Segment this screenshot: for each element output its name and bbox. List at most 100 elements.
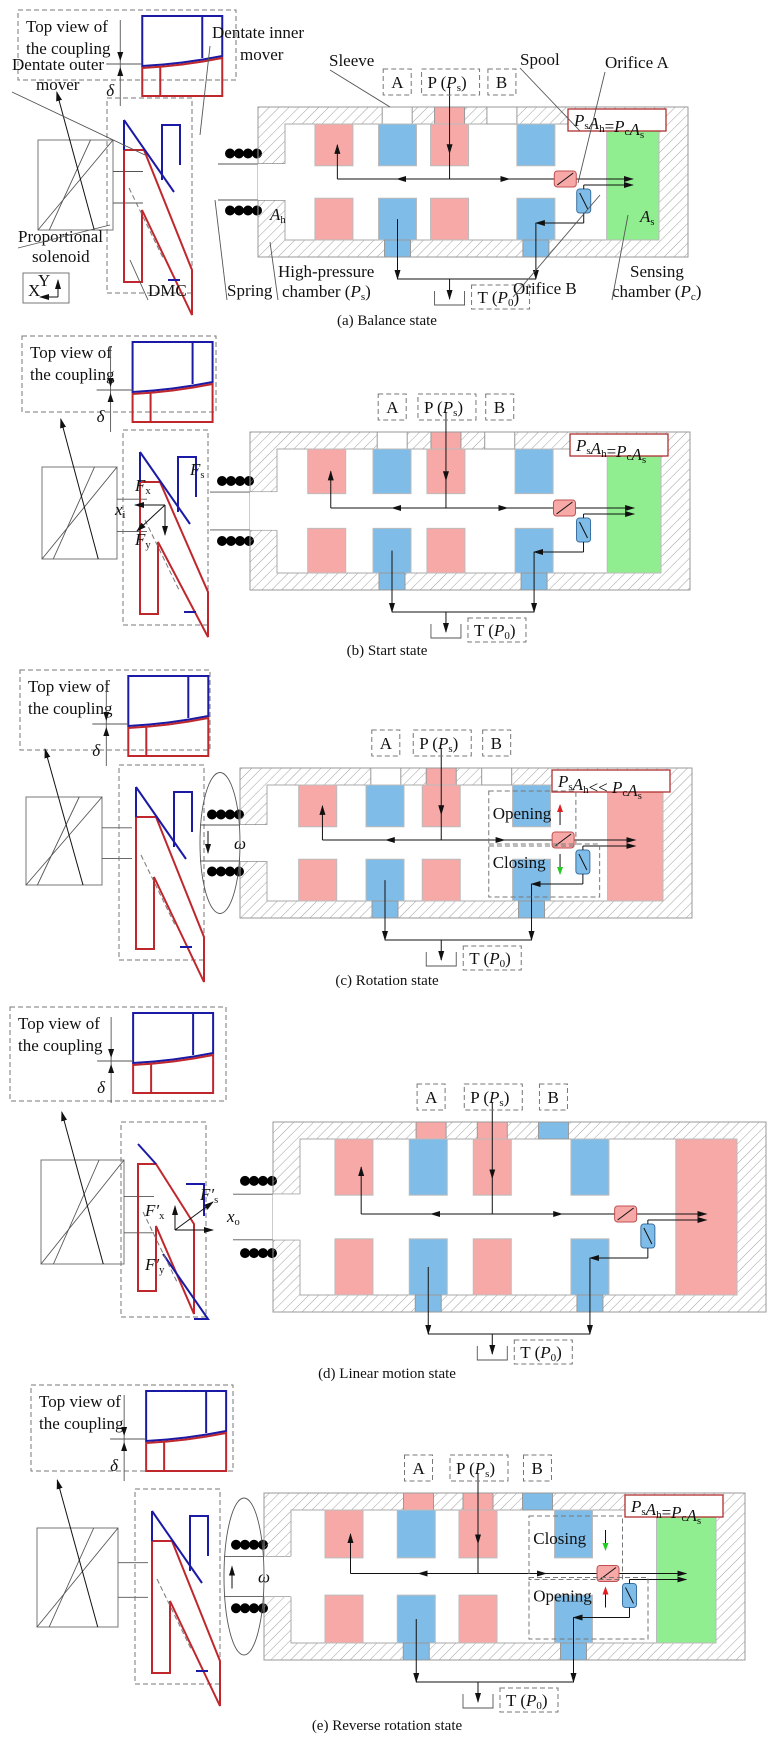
port-b-box <box>523 1454 552 1482</box>
top-view-label: the coupling <box>28 699 113 718</box>
rod-opening <box>250 492 279 530</box>
spring-ball <box>234 148 244 159</box>
sensing-chamber <box>656 1509 717 1644</box>
port-p-label: P (Ps) <box>470 1088 509 1109</box>
port-p-box <box>412 729 472 757</box>
leader-line <box>269 241 279 301</box>
inner-mover-top-view <box>141 15 224 68</box>
port-p-label: P (Ps) <box>419 734 458 755</box>
port-b-label: B <box>494 398 505 417</box>
sleeve-port <box>403 1492 434 1511</box>
dmc-guide-line <box>142 1211 179 1285</box>
dentate-outer-mover <box>151 1540 221 1707</box>
spring-ball <box>231 1603 241 1614</box>
panel-caption: (b) Start state <box>347 643 428 659</box>
inner-mover-top-view <box>131 341 214 394</box>
port-a-box <box>371 729 401 757</box>
port-b-box <box>487 68 517 96</box>
gap-arrows <box>107 378 114 402</box>
spring-ball <box>207 809 217 820</box>
delta-label: δ <box>106 81 115 100</box>
spool-land-bottom <box>430 197 470 241</box>
leader-line <box>214 199 228 301</box>
equation-box <box>624 1494 724 1518</box>
orifice-b-label: Orifice B <box>513 279 577 298</box>
port-b-box <box>482 729 512 757</box>
area-as-label: As <box>639 207 655 228</box>
spring-ball <box>249 1539 259 1550</box>
displacement-xi-label: xi <box>114 500 126 521</box>
top-view-label: the coupling <box>39 1414 124 1433</box>
spring-ball <box>216 809 226 820</box>
sleeve-port <box>484 431 516 450</box>
top-view-inset <box>21 335 217 413</box>
spring-ball <box>217 536 227 547</box>
delta-label: δ <box>110 1456 119 1475</box>
panel-caption: (a) Balance state <box>337 313 437 329</box>
orifice-a-symbol <box>556 172 574 186</box>
omega-label: ω <box>258 1568 270 1587</box>
port-a-box <box>404 1454 433 1482</box>
top-view-label: the coupling <box>26 39 111 58</box>
top-view-label: Top view of <box>39 1392 121 1411</box>
tank-label: T (P0) <box>469 949 511 970</box>
delta-label: δ <box>97 407 106 426</box>
leader-line <box>129 259 149 301</box>
spring-ball <box>231 1539 241 1550</box>
sensing-chamber-label: chamber (Pc) <box>612 282 701 303</box>
dentate-outer-mover <box>139 481 209 638</box>
inner-mover-top-view <box>127 675 210 728</box>
dentate-inner-mover <box>139 451 197 613</box>
spool-land-top <box>307 448 347 495</box>
dmc-label: DMC <box>148 281 187 300</box>
rod-opening <box>273 1194 302 1240</box>
spool-land-top <box>396 1509 436 1559</box>
spool-land-bottom <box>421 858 461 902</box>
dentate-outer-mover <box>123 149 193 316</box>
spool-land-bottom <box>307 527 347 574</box>
solenoid-cross <box>48 139 91 231</box>
port-p-box <box>417 393 477 421</box>
tank-symbol <box>476 1346 508 1361</box>
zone-lower <box>528 1577 649 1640</box>
dentate-inner-mover <box>137 1143 210 1320</box>
spring-ball <box>226 536 236 547</box>
sleeve-port <box>522 1492 553 1511</box>
omega-label: ω <box>234 834 246 853</box>
spring-ball <box>240 1248 250 1259</box>
rod-opening <box>240 825 269 861</box>
port-a-label: A <box>391 73 404 92</box>
port-b-label: B <box>496 73 507 92</box>
zone-label-opening: Opening <box>493 804 552 823</box>
leader-line <box>519 67 581 132</box>
tank-label: T (P0) <box>474 621 516 642</box>
top-view-label: Top view of <box>30 343 112 362</box>
port-b-label: B <box>532 1459 543 1478</box>
spring-ball <box>235 536 245 547</box>
force-fy-label: F′y <box>144 1255 165 1276</box>
orifice-b-symbol <box>578 853 588 871</box>
spring-label: Spring <box>227 281 273 300</box>
sensing-chamber <box>607 784 664 902</box>
dentate-outer-mover <box>137 1163 195 1315</box>
solenoid-variable-arrow <box>61 1111 104 1265</box>
spool-land-top <box>298 784 338 828</box>
port-p-box <box>463 1083 523 1111</box>
top-view-inset <box>30 1384 234 1472</box>
port-a-box <box>377 393 407 421</box>
sleeve-port <box>376 431 408 450</box>
spool-land-bottom <box>314 197 354 241</box>
solenoid-cross <box>37 139 114 231</box>
spool-land-bottom <box>426 527 466 574</box>
gap-arrows <box>103 712 110 736</box>
port-p-label: P (Ps) <box>456 1459 495 1480</box>
gap-arrows <box>121 1427 128 1451</box>
tank-box <box>467 617 527 643</box>
top-view-inset <box>17 9 237 81</box>
rod-opening <box>264 1556 293 1597</box>
zone-upper <box>488 790 577 847</box>
equation-box <box>551 769 671 793</box>
y-axis-label: Y <box>38 271 50 290</box>
spring-ball <box>234 205 244 216</box>
